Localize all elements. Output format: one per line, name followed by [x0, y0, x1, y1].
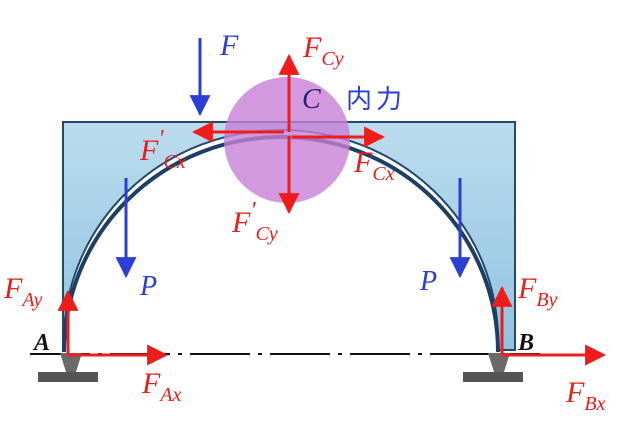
label-fby: FBy [517, 272, 558, 311]
label-fcy: FCy [302, 31, 344, 70]
label-support-b: B [517, 330, 534, 356]
support-b [463, 353, 523, 382]
joint-c-highlight [224, 77, 350, 203]
label-p-right: P [419, 266, 437, 297]
label-internal-force: 内力 [346, 85, 406, 115]
label-fax: FAx [141, 367, 182, 406]
label-fcx: FCx [353, 146, 395, 185]
label-f: F [219, 29, 239, 62]
support-a [38, 353, 98, 382]
label-fay: FAy [3, 272, 42, 311]
label-fcy-prime: F'Cy [231, 198, 278, 245]
label-fcx-prime: F'Cx [139, 126, 186, 173]
label-p-left: P [139, 271, 157, 302]
label-joint-c: C [302, 84, 321, 115]
label-fbx: FBx [565, 376, 606, 415]
label-support-a: A [32, 330, 50, 356]
